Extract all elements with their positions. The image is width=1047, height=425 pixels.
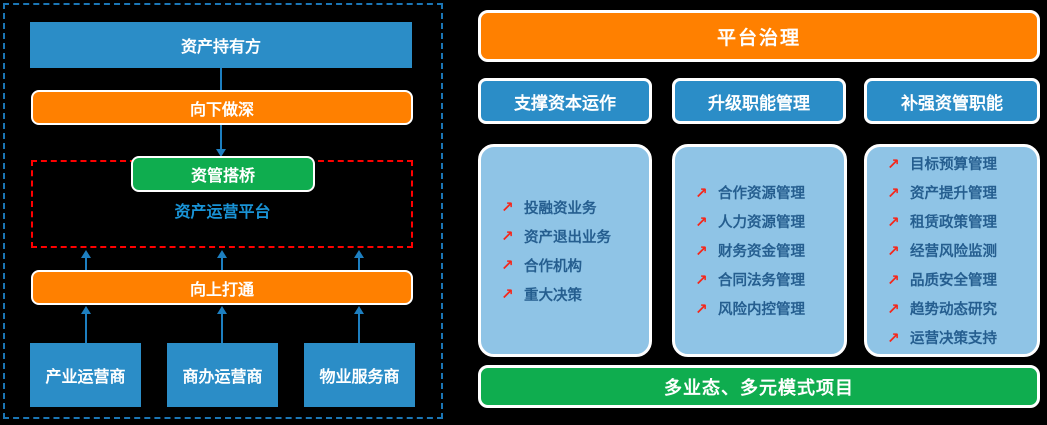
trend-arrow-icon: ↗ xyxy=(887,300,900,318)
list-item: ↗ 重大决策 xyxy=(501,280,649,309)
list-item: ↗ 合作机构 xyxy=(501,251,649,280)
list-item-label: 风险内控管理 xyxy=(718,302,805,318)
up-through-label: 向上打通 xyxy=(189,281,254,299)
arrow-down-icon xyxy=(216,149,226,157)
connector-line xyxy=(221,257,223,270)
arrow-up-icon xyxy=(354,306,364,314)
list-item-label: 合同法务管理 xyxy=(718,273,805,289)
trend-arrow-icon: ↗ xyxy=(695,271,708,289)
multi-format-projects-bar: 多业态、多元模式项目 xyxy=(478,365,1040,408)
connector-line xyxy=(358,313,360,343)
list-item: ↗ 财务资金管理 xyxy=(695,236,844,265)
operator-label: 产业运营商 xyxy=(45,369,126,386)
trend-arrow-icon: ↗ xyxy=(501,286,514,303)
trend-arrow-icon: ↗ xyxy=(695,184,708,202)
platform-governance-header: 平台治理 xyxy=(478,10,1040,62)
trend-arrow-icon: ↗ xyxy=(695,300,708,318)
list-item-label: 人力资源管理 xyxy=(718,215,805,231)
list-item-label: 租赁政策管理 xyxy=(910,215,997,231)
trend-arrow-icon: ↗ xyxy=(887,242,900,260)
column-header-label: 升级职能管理 xyxy=(708,93,810,113)
column-header-function: 升级职能管理 xyxy=(672,78,846,124)
trend-arrow-icon: ↗ xyxy=(501,228,514,245)
list-item-label: 重大决策 xyxy=(524,287,582,304)
arrow-up-icon xyxy=(217,250,227,258)
list-item: ↗ 运营决策支持 xyxy=(887,323,1037,352)
connector-line xyxy=(85,257,87,270)
down-deep-box: 向下做深 xyxy=(31,90,413,125)
list-item: ↗ 品质安全管理 xyxy=(887,265,1037,294)
list-item: ↗ 投融资业务 xyxy=(501,193,649,222)
list-item: ↗ 租赁政策管理 xyxy=(887,207,1037,236)
list-item-label: 资产退出业务 xyxy=(524,229,611,246)
column-header-asset-mgmt: 补强资管职能 xyxy=(864,78,1040,124)
arrow-up-icon xyxy=(81,306,91,314)
operator-label: 商办运营商 xyxy=(182,369,263,386)
arrow-up-icon xyxy=(354,250,364,258)
list-item-label: 趋势动态研究 xyxy=(910,302,997,318)
column-panel-asset-mgmt: ↗ 目标预算管理 ↗ 资产提升管理 ↗ 租赁政策管理 ↗ 经营风险监测 ↗ 品质… xyxy=(864,144,1040,357)
column-panel-capital: ↗ 投融资业务 ↗ 资产退出业务 ↗ 合作机构 ↗ 重大决策 xyxy=(478,144,652,357)
connector-line xyxy=(358,257,360,270)
operator-box-property: 物业服务商 xyxy=(304,343,415,407)
operator-box-industry: 产业运营商 xyxy=(30,343,141,407)
list-item: ↗ 经营风险监测 xyxy=(887,236,1037,265)
trend-arrow-icon: ↗ xyxy=(695,213,708,231)
list-item-label: 合作机构 xyxy=(524,258,582,275)
column-header-capital: 支撑资本运作 xyxy=(478,78,652,124)
trend-arrow-icon: ↗ xyxy=(887,329,900,347)
list-item-label: 资产提升管理 xyxy=(910,186,997,202)
connector-line xyxy=(220,68,222,90)
list-item-label: 财务资金管理 xyxy=(718,244,805,260)
list-item: ↗ 风险内控管理 xyxy=(695,294,844,323)
operator-box-commercial: 商办运营商 xyxy=(167,343,278,407)
trend-arrow-icon: ↗ xyxy=(887,271,900,289)
left-panel-dashed-border xyxy=(3,3,443,419)
operator-label: 物业服务商 xyxy=(319,369,400,386)
column-header-label: 补强资管职能 xyxy=(901,93,1003,113)
list-item-label: 目标预算管理 xyxy=(910,157,997,173)
trend-arrow-icon: ↗ xyxy=(887,155,900,173)
platform-governance-label: 平台治理 xyxy=(716,27,801,49)
trend-arrow-icon: ↗ xyxy=(887,184,900,202)
multi-format-projects-label: 多业态、多元模式项目 xyxy=(664,377,854,398)
list-item-label: 品质安全管理 xyxy=(910,273,997,289)
up-through-box: 向上打通 xyxy=(31,270,413,305)
list-item: ↗ 合作资源管理 xyxy=(695,178,844,207)
list-item-label: 经营风险监测 xyxy=(910,244,997,260)
list-item: ↗ 资产退出业务 xyxy=(501,222,649,251)
connector-line xyxy=(220,125,222,149)
list-item-label: 运营决策支持 xyxy=(910,331,997,347)
list-item: ↗ 目标预算管理 xyxy=(887,149,1037,178)
down-deep-label: 向下做深 xyxy=(189,101,254,119)
trend-arrow-icon: ↗ xyxy=(501,199,514,216)
list-item: ↗ 人力资源管理 xyxy=(695,207,844,236)
trend-arrow-icon: ↗ xyxy=(695,242,708,260)
list-item-label: 投融资业务 xyxy=(524,200,597,217)
column-header-label: 支撑资本运作 xyxy=(514,93,616,113)
trend-arrow-icon: ↗ xyxy=(501,257,514,274)
list-item: ↗ 趋势动态研究 xyxy=(887,294,1037,323)
list-item-label: 合作资源管理 xyxy=(718,186,805,202)
asset-holder-box: 资产持有方 xyxy=(30,22,412,68)
platform-label: 资产运营平台 xyxy=(174,204,271,221)
connector-line xyxy=(85,313,87,343)
bridge-label: 资管搭桥 xyxy=(190,168,255,185)
list-item: ↗ 资产提升管理 xyxy=(887,178,1037,207)
arrow-up-icon xyxy=(217,306,227,314)
arrow-up-icon xyxy=(81,250,91,258)
trend-arrow-icon: ↗ xyxy=(887,213,900,231)
connector-line xyxy=(221,313,223,343)
bridge-box: 资管搭桥 xyxy=(131,156,315,192)
list-item: ↗ 合同法务管理 xyxy=(695,265,844,294)
asset-holder-label: 资产持有方 xyxy=(180,39,261,56)
column-panel-function: ↗ 合作资源管理 ↗ 人力资源管理 ↗ 财务资金管理 ↗ 合同法务管理 ↗ 风险… xyxy=(672,144,847,357)
